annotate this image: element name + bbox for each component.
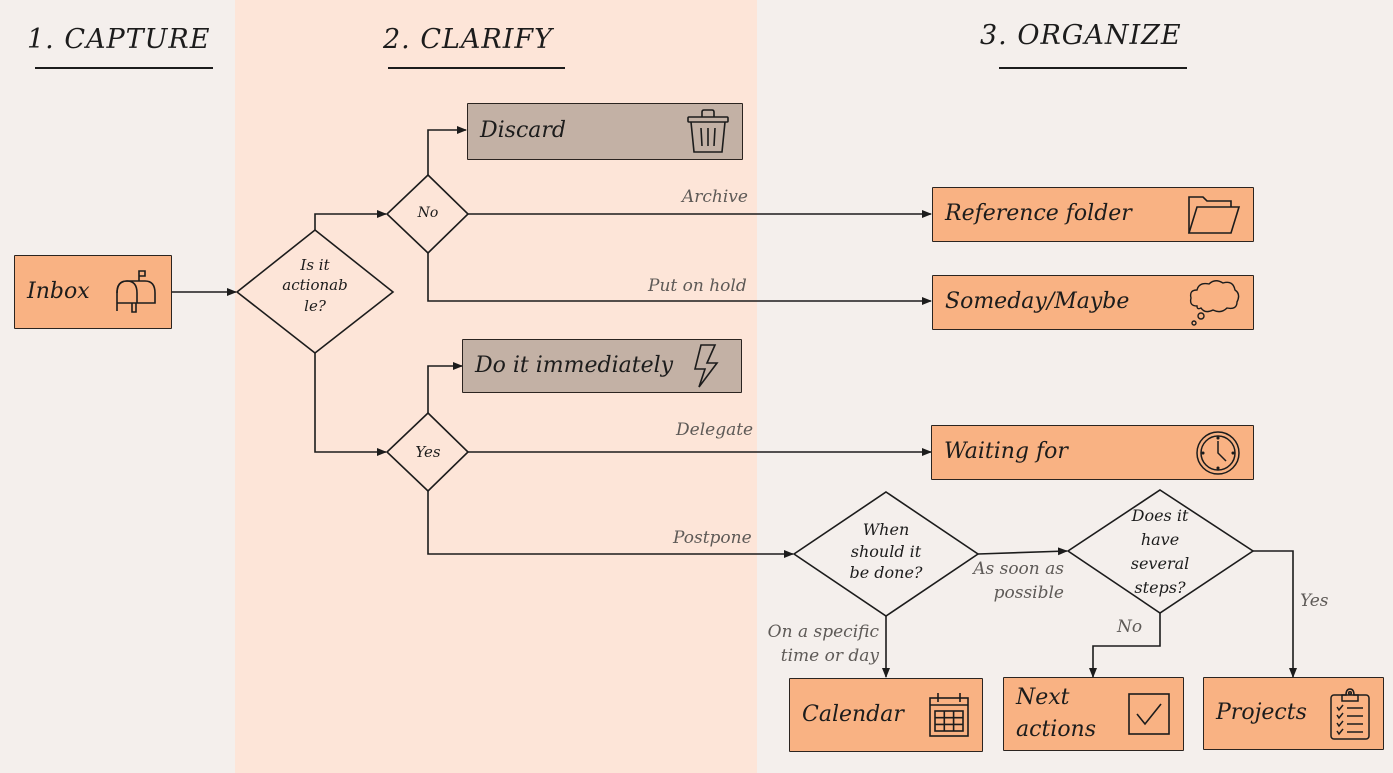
decision-text-line: Is it — [300, 256, 330, 274]
clock-icon — [1195, 430, 1241, 476]
checkbox-icon — [1127, 692, 1171, 736]
edge-yes-to-do-it — [427, 362, 463, 413]
edge-label-asap: As soon as possible — [972, 558, 1064, 606]
edge-label-specific-time: On a specific time or day — [767, 621, 879, 669]
next-actions-label-line: actions — [1016, 717, 1097, 742]
someday-maybe-box[interactable]: Someday/Maybe — [932, 275, 1254, 330]
clipboard-checklist-icon — [1329, 687, 1371, 741]
edge-when-to-steps — [977, 547, 1068, 556]
decision-text-line: le? — [304, 296, 326, 315]
thought-cloud-icon — [1187, 278, 1241, 328]
edge-steps-to-projects — [1253, 550, 1297, 678]
decision-yes — [385, 411, 470, 493]
edge-label-line: As soon as — [973, 559, 1064, 579]
organize-title: 3. ORGANIZE — [980, 20, 1182, 51]
edge-label-line: time or day — [780, 645, 879, 666]
do-it-immediately-box[interactable]: Do it immediately — [462, 339, 742, 393]
edge-yes-to-when — [427, 491, 794, 558]
decision-text-line: When — [862, 520, 910, 539]
projects-box[interactable]: Projects — [1203, 677, 1384, 750]
next-actions-box[interactable]: Next actions — [1003, 677, 1184, 751]
decision-text-line: Does it — [1131, 506, 1189, 525]
edge-no-to-someday — [427, 253, 932, 305]
folder-icon — [1187, 195, 1241, 235]
edge-label-line: On a specific — [767, 622, 879, 642]
decision-when — [792, 491, 980, 617]
decision-text-line: several — [1130, 554, 1190, 573]
decision-actionable-label: Is it actionab le? — [265, 255, 365, 316]
reference-folder-box[interactable]: Reference folder — [932, 187, 1254, 242]
edge-label-postpone: Postpone — [673, 528, 752, 548]
reference-folder-label: Reference folder — [945, 201, 1132, 227]
calendar-box[interactable]: Calendar — [789, 678, 983, 752]
edge-label-archive: Archive — [682, 187, 748, 207]
edge-label-put-on-hold: Put on hold — [648, 276, 747, 296]
decision-steps — [1066, 489, 1255, 614]
decision-text-line: steps? — [1134, 578, 1186, 597]
decision-when-label: When should it be done? — [831, 519, 941, 584]
edge-steps-to-next-actions — [1089, 613, 1161, 678]
next-actions-label: Next actions — [1016, 682, 1096, 746]
decision-text-line: should it — [850, 541, 922, 561]
someday-maybe-label: Someday/Maybe — [945, 289, 1130, 315]
capture-title: 1. CAPTURE — [27, 24, 211, 55]
calendar-icon — [928, 692, 970, 738]
inbox-box[interactable]: Inbox — [14, 255, 172, 329]
calendar-label: Calendar — [802, 701, 904, 727]
capture-title-underline — [35, 67, 213, 69]
decision-text-line: have — [1140, 530, 1180, 549]
do-it-immediately-label: Do it immediately — [475, 352, 674, 378]
mailbox-icon — [111, 269, 159, 315]
decision-text-line: be done? — [849, 563, 923, 583]
edge-label-line: possible — [993, 582, 1064, 603]
inbox-label: Inbox — [27, 278, 90, 304]
organize-title-underline — [999, 67, 1187, 69]
edge-label-delegate: Delegate — [676, 420, 754, 440]
edge-label-steps-no: No — [1117, 617, 1143, 637]
decision-yes-label: Yes — [415, 443, 441, 461]
edge-actionable-to-no — [314, 210, 387, 230]
waiting-for-label: Waiting for — [944, 439, 1068, 465]
edge-no-to-discard — [427, 126, 467, 175]
decision-text-line: actionab — [282, 276, 348, 295]
decision-no — [385, 173, 470, 255]
edge-label-steps-yes: Yes — [1300, 591, 1329, 611]
trash-icon — [686, 108, 730, 155]
next-actions-label-line: Next — [1016, 685, 1070, 711]
decision-steps-label: Does it have several steps? — [1110, 504, 1210, 600]
lightning-icon — [693, 343, 719, 389]
clarify-title-underline — [388, 67, 565, 69]
capture-column-background — [0, 0, 235, 773]
decision-no-label: No — [417, 205, 439, 221]
discard-box[interactable]: Discard — [467, 103, 743, 160]
clarify-title: 2. CLARIFY — [383, 24, 553, 55]
waiting-for-box[interactable]: Waiting for — [931, 425, 1254, 480]
projects-label: Projects — [1216, 700, 1307, 726]
decision-actionable — [235, 228, 395, 355]
discard-label: Discard — [480, 118, 567, 144]
edge-actionable-to-yes — [314, 353, 387, 456]
organize-column-background — [757, 0, 1393, 773]
